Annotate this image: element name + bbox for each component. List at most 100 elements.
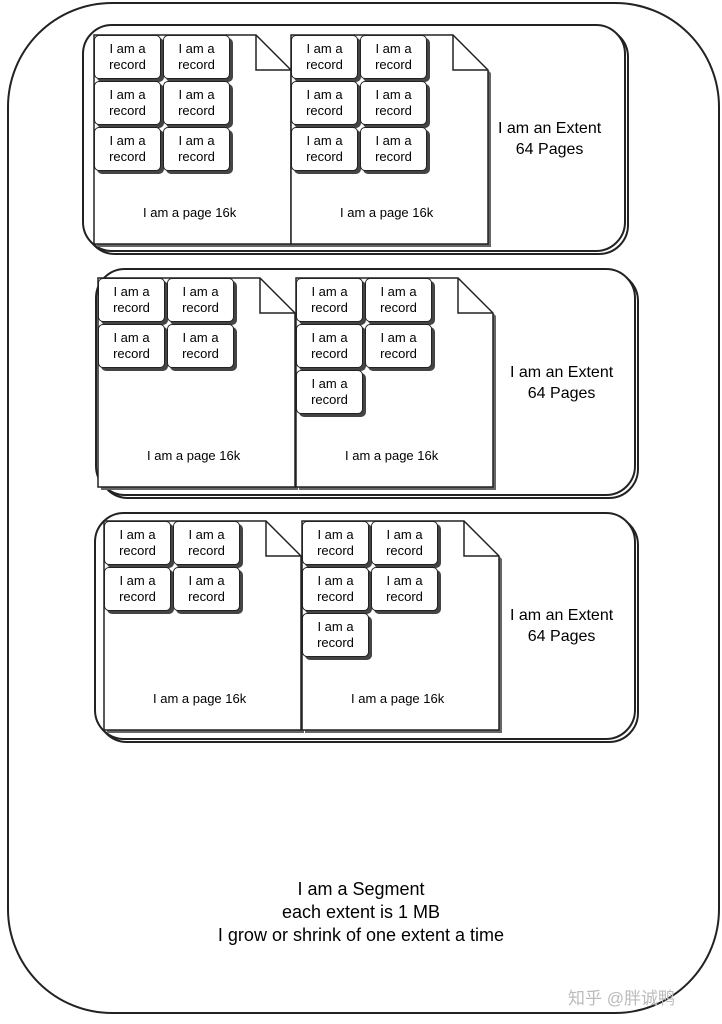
record-label-line-2: record	[380, 346, 417, 361]
record-label-line-2: record	[178, 103, 215, 118]
record-label-line-2: record	[311, 346, 348, 361]
extent-label-line-2: 64 Pages	[527, 385, 596, 402]
extent-label-line-1: I am an Extent	[510, 607, 614, 624]
record-label-line-1: I am a	[380, 284, 417, 299]
segment-caption-line-2: each extent is 1 MB	[281, 902, 441, 922]
record-label-line-2: record	[178, 149, 215, 164]
record-label-line-1: I am a	[178, 87, 215, 102]
page-fold	[259, 278, 295, 314]
record-label-line-1: I am a	[109, 133, 146, 148]
record-label-line-1: I am a	[317, 619, 354, 634]
page-fold	[463, 521, 499, 557]
watermark: 知乎 @胖诚鸭	[568, 989, 675, 1008]
record-label-line-1: I am a	[317, 573, 354, 588]
record-label-line-1: I am a	[311, 330, 348, 345]
extent-label: I am an Extent 64 Pages	[510, 362, 613, 404]
extent-label-line-2: 64 Pages	[515, 141, 584, 158]
record-label-line-1: I am a	[306, 41, 343, 56]
record-label-line-2: record	[178, 57, 215, 72]
record-label-line-2: record	[113, 300, 150, 315]
record-label-line-1: I am a	[182, 284, 219, 299]
page-label: I am a page 16k	[153, 691, 247, 706]
record-label-line-2: record	[182, 300, 219, 315]
segment-caption-line-3: I grow or shrink of one extent a time	[217, 925, 505, 945]
extent-label-line-2: 64 Pages	[527, 628, 596, 645]
record-label-line-2: record	[375, 57, 412, 72]
record-label-line-2: record	[119, 543, 156, 558]
extent-label: I am an Extent 64 Pages	[510, 605, 613, 647]
record-label-line-1: I am a	[188, 527, 225, 542]
record-label-line-2: record	[380, 300, 417, 315]
record-label-line-2: record	[113, 346, 150, 361]
record-label-line-2: record	[317, 589, 354, 604]
page-fold	[452, 35, 488, 71]
record-label-line-2: record	[306, 103, 343, 118]
segment-caption: I am a Segment each extent is 1 MB I gro…	[0, 878, 722, 947]
record-label-line-1: I am a	[375, 41, 412, 56]
record-label-line-1: I am a	[380, 330, 417, 345]
record-label-line-1: I am a	[386, 527, 423, 542]
record-label-line-1: I am a	[113, 284, 150, 299]
record-label-line-1: I am a	[109, 41, 146, 56]
record-label-line-1: I am a	[113, 330, 150, 345]
record-label-line-1: I am a	[386, 573, 423, 588]
record-label-line-2: record	[109, 57, 146, 72]
record-label-line-1: I am a	[188, 573, 225, 588]
record-label-line-1: I am a	[317, 527, 354, 542]
record-label-line-1: I am a	[119, 573, 156, 588]
record-label-line-1: I am a	[311, 376, 348, 391]
page-label: I am a page 16k	[143, 205, 237, 220]
record-label-line-1: I am a	[182, 330, 219, 345]
record-label-line-2: record	[188, 543, 225, 558]
extent-label-line-1: I am an Extent	[510, 364, 614, 381]
page-label: I am a page 16k	[147, 448, 241, 463]
record-label-line-1: I am a	[375, 133, 412, 148]
record-label-line-2: record	[119, 589, 156, 604]
record-label-line-2: record	[109, 149, 146, 164]
record-label-line-2: record	[182, 346, 219, 361]
record-label-line-2: record	[375, 103, 412, 118]
record-label-line-1: I am a	[306, 87, 343, 102]
record-label-line-2: record	[306, 57, 343, 72]
record-label-line-1: I am a	[178, 133, 215, 148]
page-label: I am a page 16k	[340, 205, 434, 220]
record-label-line-2: record	[317, 543, 354, 558]
page-label: I am a page 16k	[351, 691, 445, 706]
page-fold	[265, 521, 301, 557]
page-label: I am a page 16k	[345, 448, 439, 463]
